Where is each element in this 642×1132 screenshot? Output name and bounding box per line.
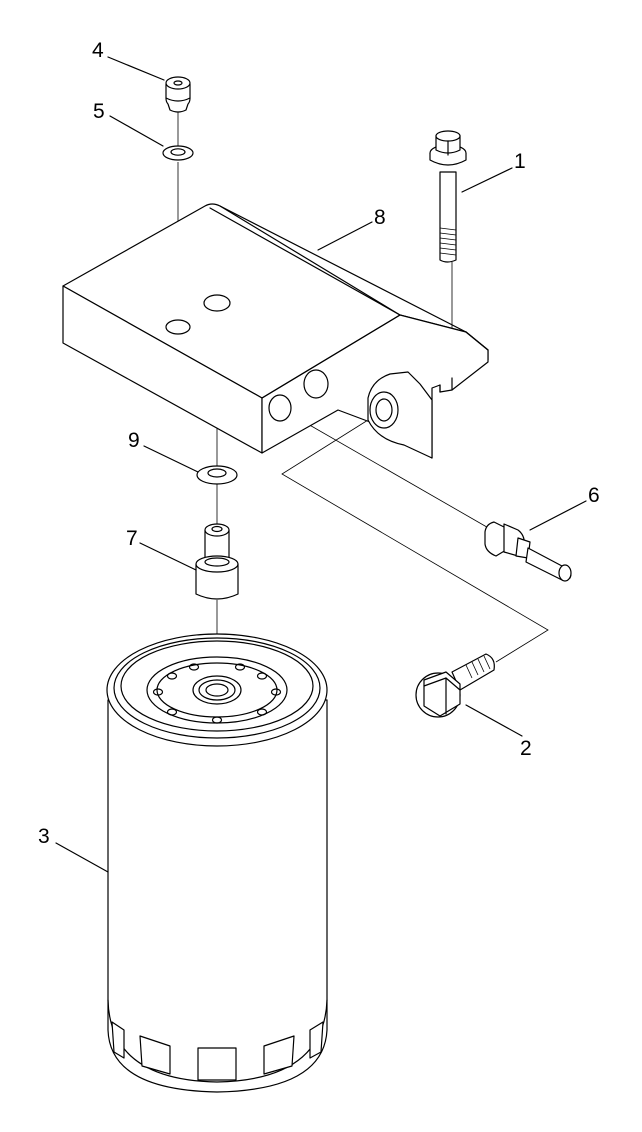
callout-6: 6: [588, 484, 600, 507]
bracket-part-8: [62, 203, 489, 459]
callout-8: 8: [374, 206, 386, 229]
callout-7: 7: [126, 527, 138, 550]
callout-5: 5: [93, 100, 105, 123]
filter-inlet-holes: [152, 663, 282, 724]
washer-part-5: [162, 145, 194, 161]
plug-part-4: [165, 76, 191, 113]
washer-part-9: [196, 465, 238, 485]
callout-4: 4: [92, 39, 104, 62]
fitting-part-6: [484, 521, 572, 582]
bolt-part-2: [415, 653, 495, 718]
filter-wrench-flats: [111, 1021, 324, 1081]
callout-labels: 1 2 3 4 5 6 7 8 9: [38, 39, 600, 848]
callout-9: 9: [128, 429, 140, 452]
adapter-part-7: [195, 523, 239, 600]
callout-2: 2: [520, 737, 532, 760]
callout-1: 1: [514, 150, 526, 173]
filter-part-3: [106, 633, 328, 1093]
leader-lines: [55, 56, 587, 873]
callout-3: 3: [38, 825, 50, 848]
bolt-part-1: [429, 130, 467, 263]
